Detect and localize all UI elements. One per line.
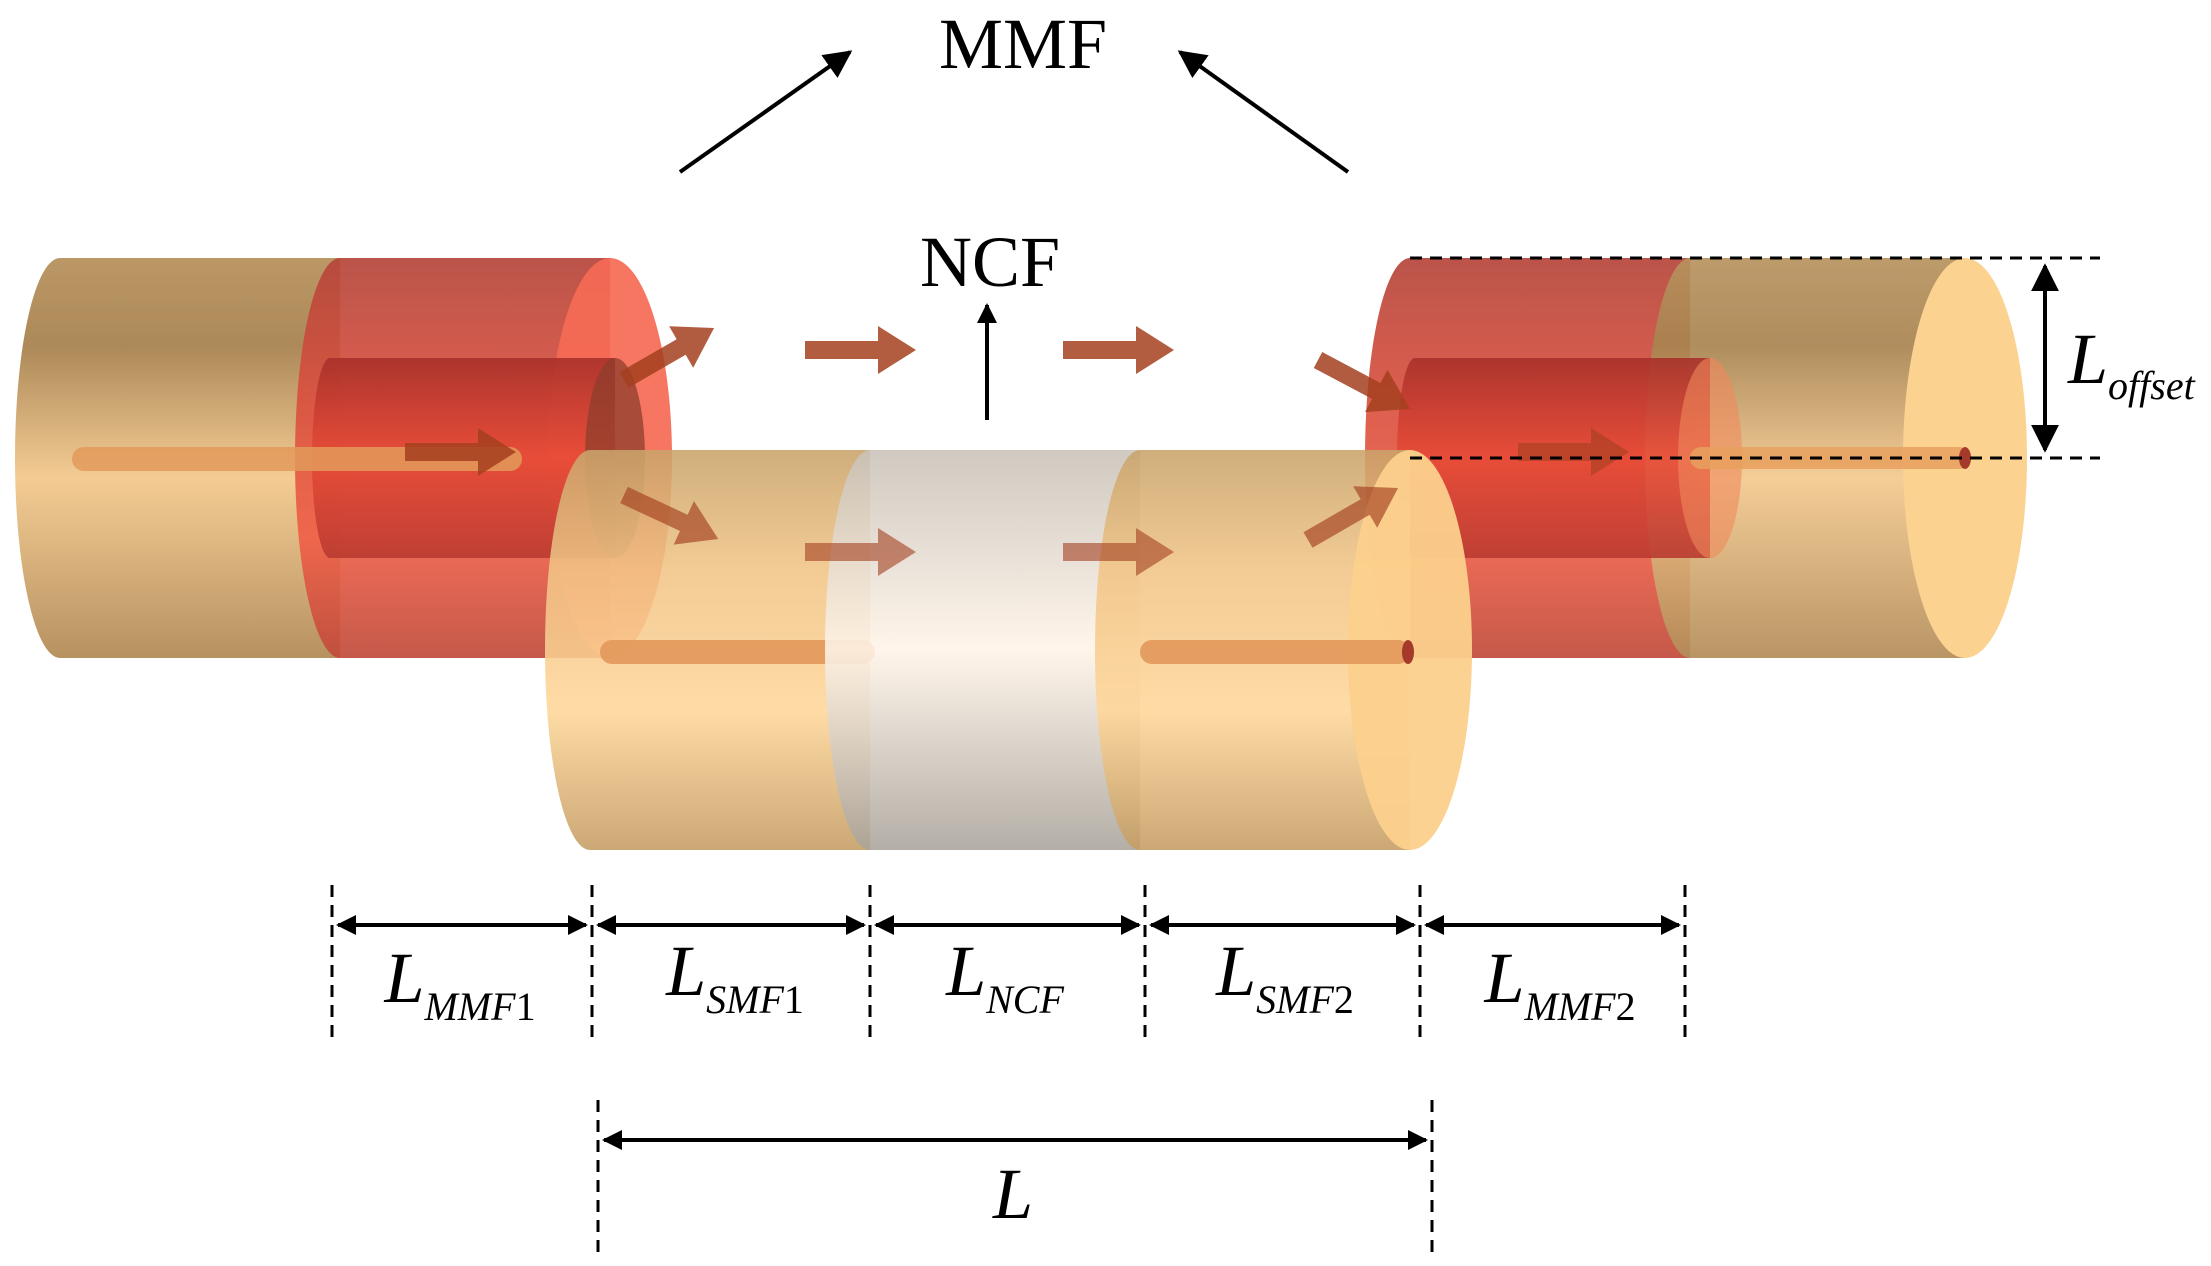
total-length-dimension <box>596 1100 1434 1255</box>
mmf-label: MMF <box>939 4 1107 84</box>
smf1-fiber <box>545 450 875 850</box>
light-arrow <box>1518 428 1629 476</box>
light-arrow <box>1313 352 1410 413</box>
offset-label: Loffset <box>2067 319 2196 408</box>
light-propagation-arrows <box>405 326 1629 576</box>
light-arrow <box>1063 326 1174 374</box>
segment-label-smf2: LSMF2 <box>1215 931 1354 1022</box>
light-arrow <box>1063 528 1174 576</box>
light-arrow <box>805 528 916 576</box>
light-arrow <box>1303 486 1399 548</box>
ncf-fiber <box>825 450 1140 850</box>
mmf-pointer-left <box>678 50 853 174</box>
segment-label-smf1: LSMF1 <box>665 931 804 1022</box>
light-arrow <box>405 428 516 476</box>
light-arrow <box>619 326 715 388</box>
offset-dimension <box>1410 256 2100 460</box>
segment-label-mmf1: LMMF1 <box>383 938 535 1029</box>
segment-label-mmf2: LMMF2 <box>1483 938 1635 1029</box>
total-length-label: L <box>992 1154 1033 1234</box>
segment-label-ncf: LNCF <box>945 931 1064 1022</box>
ncf-label: NCF <box>920 222 1060 302</box>
smf2-fiber <box>1095 450 1472 850</box>
light-arrow <box>805 326 916 374</box>
light-arrow <box>620 486 719 545</box>
segment-length-dimensions <box>330 885 1687 1040</box>
mmf-pointer-right <box>1177 50 1350 174</box>
